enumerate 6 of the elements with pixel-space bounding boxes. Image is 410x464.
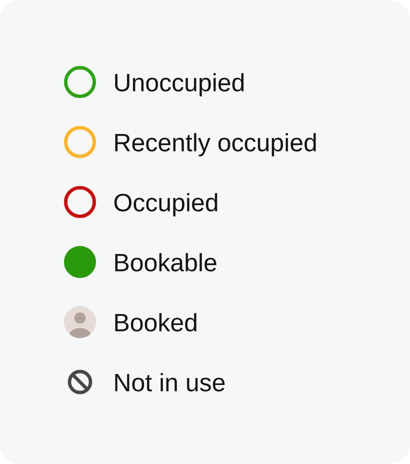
legend-label: Bookable [115,253,216,272]
legend-label: Occupied [114,193,218,216]
legend-label: Recently occupied [115,133,316,156]
legend-label: Booked [115,313,196,332]
legend-label: Unoccupied [115,73,244,96]
legend-label: Not in use [115,373,225,392]
